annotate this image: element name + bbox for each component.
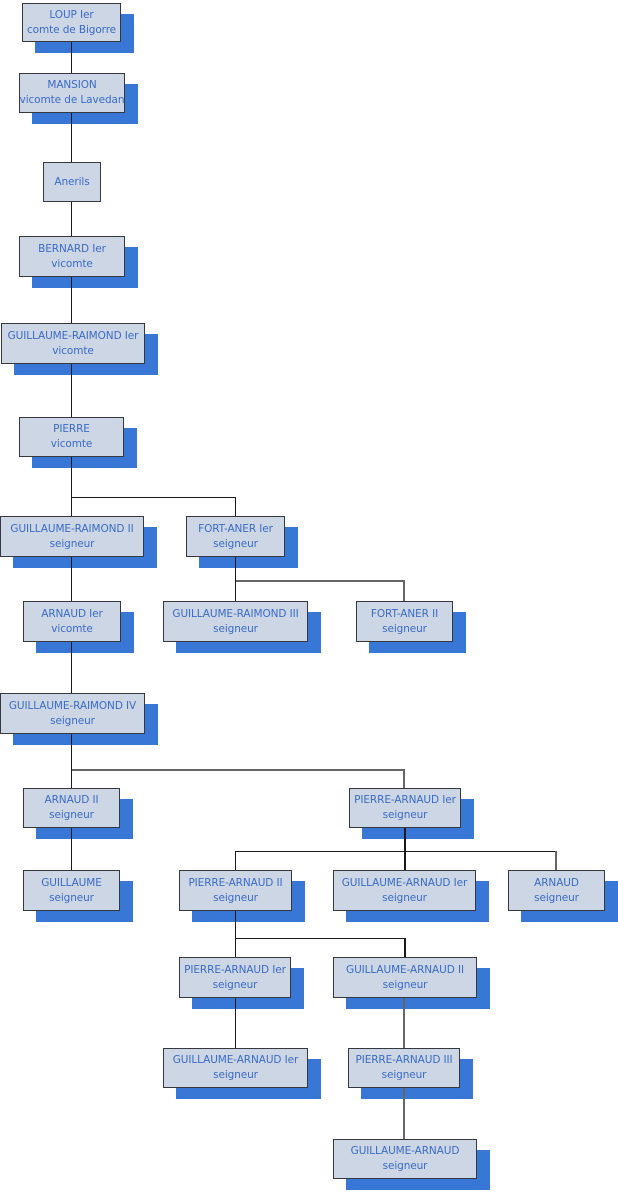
person-name: ARNAUD II xyxy=(44,794,99,806)
tree-node-loup-ier[interactable]: LOUP Ier comte de Bigorre xyxy=(22,3,121,42)
tree-node-guillaume-raimond-iv[interactable]: GUILLAUME-RAIMOND IV seigneur xyxy=(0,693,145,734)
person-name: Anerils xyxy=(54,175,90,188)
tree-node-pierre-arnaud-ier-2[interactable]: PIERRE-ARNAUD Ier seigneur xyxy=(179,957,291,998)
connector-line xyxy=(71,277,72,323)
tree-node-mansion[interactable]: MANSION vicomte de Lavedan xyxy=(19,73,125,113)
tree-node-guillaume[interactable]: GUILLAUME seigneur xyxy=(23,870,120,911)
connector-line xyxy=(71,497,236,498)
connector-line xyxy=(236,580,405,582)
person-title: seigneur xyxy=(382,809,428,821)
connector-line xyxy=(71,557,72,601)
tree-node-fort-aner-ier[interactable]: FORT-ANER Ier seigneur xyxy=(186,516,285,557)
connector-line xyxy=(71,202,72,236)
person-title: seigneur xyxy=(382,891,427,904)
person-title: seigneur xyxy=(381,1069,427,1081)
person-name: GUILLAUME-ARNAUD Ier xyxy=(172,1054,299,1066)
person-name: ARNAUD Ier xyxy=(41,607,103,620)
connector-line xyxy=(72,769,405,771)
person-title: comte de Bigorre xyxy=(26,23,117,36)
person-title: seigneur xyxy=(49,809,94,821)
connector-line xyxy=(403,769,405,788)
person-name: PIERRE-ARNAUD III xyxy=(355,1054,453,1066)
connector-line xyxy=(235,851,557,852)
person-name: GUILLAUME-ARNAUD Ier xyxy=(341,876,468,889)
connector-line xyxy=(71,457,72,516)
person-name: GUILLAUME-RAIMOND Ier xyxy=(7,329,139,342)
person-name: PIERRE-ARNAUD Ier xyxy=(354,794,456,806)
person-title: seigneur xyxy=(382,978,428,991)
connector-line xyxy=(235,497,236,516)
person-name: GUILLAUME-RAIMOND III xyxy=(172,607,299,620)
connector-line xyxy=(555,851,557,870)
tree-node-guillaume-arnaud-ier-2[interactable]: GUILLAUME-ARNAUD Ier seigneur xyxy=(163,1048,308,1088)
person-title: seigneur xyxy=(382,1160,428,1172)
person-name: BERNARD Ier xyxy=(38,242,106,255)
tree-node-guillaume-arnaud-ier[interactable]: GUILLAUME-ARNAUD Ier seigneur xyxy=(333,870,476,911)
connector-line xyxy=(235,557,236,601)
person-title: seigneur xyxy=(49,537,95,550)
person-title: vicomte de Lavedan xyxy=(19,94,125,106)
person-name: LOUP Ier xyxy=(49,8,94,21)
person-name: GUILLAUME-RAIMOND II xyxy=(10,522,134,535)
person-title: seigneur xyxy=(213,622,258,635)
tree-node-guillaume-raimond-iii[interactable]: GUILLAUME-RAIMOND III seigneur xyxy=(163,601,308,642)
tree-node-guillaume-arnaud[interactable]: GUILLAUME-ARNAUD seigneur xyxy=(333,1139,477,1179)
person-name: FORT-ANER II xyxy=(370,607,439,620)
connector-line xyxy=(71,734,72,788)
connector-line xyxy=(71,642,72,693)
connector-line xyxy=(404,938,406,957)
connector-line xyxy=(403,1088,405,1139)
person-title: seigneur xyxy=(49,891,94,904)
tree-node-arnaud[interactable]: ARNAUD seigneur xyxy=(508,870,605,911)
tree-node-arnaud-ier[interactable]: ARNAUD Ier vicomte xyxy=(23,601,121,642)
connector-line xyxy=(71,42,72,73)
person-title: seigneur xyxy=(213,891,258,904)
connector-line xyxy=(235,998,236,1048)
tree-node-bernard-ier[interactable]: BERNARD Ier vicomte xyxy=(19,236,125,277)
person-title: vicomte xyxy=(51,257,93,270)
tree-node-pierre-arnaud-ii[interactable]: PIERRE-ARNAUD II seigneur xyxy=(179,870,292,911)
tree-node-fort-aner-ii[interactable]: FORT-ANER II seigneur xyxy=(356,601,453,642)
person-name: PIERRE-ARNAUD II xyxy=(188,876,283,889)
person-name: GUILLAUME-ARNAUD xyxy=(350,1145,460,1157)
tree-node-arnaud-ii[interactable]: ARNAUD II seigneur xyxy=(23,788,120,828)
person-name: MANSION xyxy=(47,79,97,91)
connector-line xyxy=(403,580,405,601)
connector-line xyxy=(404,828,406,852)
connector-line xyxy=(71,113,72,162)
person-title: vicomte xyxy=(51,622,93,635)
person-name: PIERRE-ARNAUD Ier xyxy=(184,963,286,976)
tree-node-guillaume-raimond-ii[interactable]: GUILLAUME-RAIMOND II seigneur xyxy=(0,516,144,557)
person-title: vicomte xyxy=(52,344,94,357)
person-name: GUILLAUME-RAIMOND IV xyxy=(8,699,137,712)
tree-node-pierre-arnaud-ier[interactable]: PIERRE-ARNAUD Ier seigneur xyxy=(349,788,461,828)
connector-line xyxy=(235,851,236,870)
connector-line xyxy=(403,998,405,1048)
connector-line xyxy=(71,364,72,417)
person-title: seigneur xyxy=(213,1069,258,1081)
person-title: seigneur xyxy=(50,714,95,727)
tree-node-guillaume-arnaud-ii[interactable]: GUILLAUME-ARNAUD II seigneur xyxy=(333,957,477,998)
tree-node-guillaume-raimond-ier[interactable]: GUILLAUME-RAIMOND Ier vicomte xyxy=(1,323,145,364)
person-name: GUILLAUME-ARNAUD II xyxy=(346,963,464,976)
person-title: seigneur xyxy=(534,891,579,904)
person-title: seigneur xyxy=(213,537,258,550)
connector-line xyxy=(404,851,406,870)
tree-node-anerils[interactable]: Anerils xyxy=(43,162,101,202)
person-name: ARNAUD xyxy=(534,876,579,889)
person-name: GUILLAUME xyxy=(41,876,102,889)
tree-node-pierre[interactable]: PIERRE vicomte xyxy=(19,417,124,457)
person-title: seigneur xyxy=(382,622,427,635)
tree-node-pierre-arnaud-iii[interactable]: PIERRE-ARNAUD III seigneur xyxy=(348,1048,460,1088)
connector-line xyxy=(235,911,236,957)
connector-line xyxy=(71,828,72,870)
person-title: vicomte xyxy=(50,438,93,450)
person-name: PIERRE xyxy=(53,423,90,435)
person-title: seigneur xyxy=(212,978,258,991)
connector-line xyxy=(235,938,405,939)
person-name: FORT-ANER Ier xyxy=(198,522,273,535)
